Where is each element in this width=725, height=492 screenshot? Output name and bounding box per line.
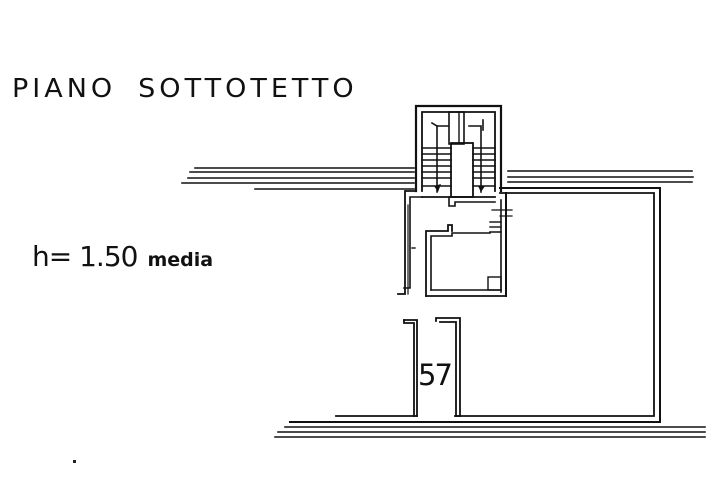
title-word-piano: PIANO [12, 74, 117, 104]
left-corridor-wall [397, 190, 423, 295]
title-word-sottotetto: SOTTOTETTO [138, 74, 358, 104]
room-57-walls [403, 317, 461, 417]
stair-direction-arrows [430, 119, 484, 193]
arrow-head-left-icon [434, 184, 441, 192]
stair-right-treads [472, 147, 496, 187]
stray-mark [73, 460, 76, 463]
height-unit: media [147, 249, 214, 271]
attic-outline [289, 187, 661, 423]
room-number-label: 57 [418, 358, 453, 392]
top-left-parallel-lines [181, 167, 415, 190]
top-right-parallel-lines [507, 170, 694, 183]
height-value: h= 1.50 [32, 240, 138, 273]
stairwell [414, 104, 503, 207]
arrow-head-right-icon [478, 186, 485, 192]
height-annotation: h= 1.50 media [32, 240, 213, 273]
bottom-parallel-lines [274, 426, 706, 438]
drawing-title: PIANO SOTTOTETTO [12, 74, 358, 103]
inner-room [425, 224, 507, 297]
